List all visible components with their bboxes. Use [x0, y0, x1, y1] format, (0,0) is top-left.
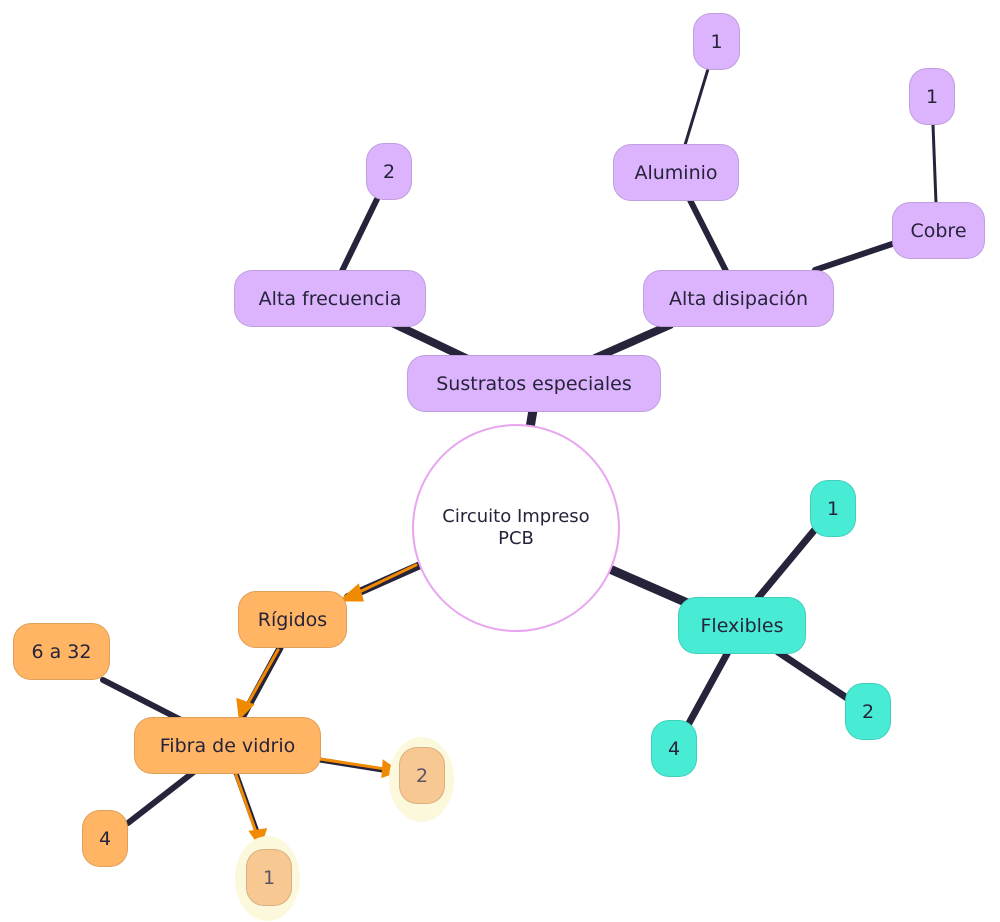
- edge-fibra-4: [125, 768, 198, 826]
- node-label: Aluminio: [634, 161, 718, 184]
- node-label: Cobre: [910, 219, 967, 242]
- arrow-line-fibra-2: [318, 757, 387, 771]
- node-sustratos-especiales[interactable]: Sustratos especiales: [407, 355, 661, 412]
- edge-flexibles-4: [684, 648, 732, 729]
- node-fibra-1[interactable]: 1: [246, 849, 292, 906]
- node-fibra-de-vidrio[interactable]: Fibra de vidrio: [134, 717, 321, 774]
- node-label: 2: [415, 764, 429, 787]
- arrow-head-fibra: [236, 697, 255, 721]
- node-label: Alta disipación: [668, 287, 809, 310]
- node-label: Fibra de vidrio: [159, 734, 296, 757]
- node-fibra-capas[interactable]: 6 a 32: [13, 623, 110, 680]
- edge-aluminio-1: [683, 67, 710, 147]
- edge-alta-frecuencia-2: [339, 194, 381, 274]
- node-label: Flexibles: [700, 614, 784, 637]
- node-fibra-2[interactable]: 2: [399, 747, 445, 804]
- edge-sustratos-alta-disipacion: [591, 321, 674, 362]
- node-label: 6 a 32: [31, 640, 92, 663]
- edge-fibra-6a32: [100, 677, 188, 725]
- center-node[interactable]: Circuito Impreso PCB: [412, 424, 620, 632]
- arrow-line-rigidos: [353, 563, 418, 596]
- node-label: 1: [710, 30, 723, 53]
- edge-flexibles-1: [754, 523, 821, 602]
- node-cobre-count[interactable]: 1: [909, 68, 955, 125]
- center-title: Circuito Impreso: [442, 506, 590, 527]
- edge-cobre-1: [931, 123, 938, 205]
- node-cobre[interactable]: Cobre: [892, 202, 985, 259]
- node-label: 2: [861, 700, 875, 723]
- edge-sustratos-alta-frecuencia: [386, 318, 474, 364]
- edge-center-flexibles: [607, 565, 697, 610]
- node-label: Sustratos especiales: [436, 372, 632, 395]
- arrow-line-fibra: [245, 648, 280, 707]
- node-label: 1: [826, 497, 840, 520]
- node-alta-disipacion[interactable]: Alta disipación: [643, 270, 834, 327]
- node-label: 1: [925, 85, 939, 108]
- edge-alta-disipacion-cobre: [812, 240, 898, 273]
- node-label: 4: [667, 737, 681, 760]
- node-label: 2: [382, 160, 396, 183]
- node-alta-frecuencia[interactable]: Alta frecuencia: [234, 270, 426, 327]
- node-label: Rígidos: [257, 608, 328, 631]
- node-alta-frecuencia-count[interactable]: 2: [366, 143, 412, 200]
- node-flexibles-1[interactable]: 1: [810, 480, 856, 537]
- arrow-head-rigidos: [338, 583, 364, 602]
- node-flexibles-4[interactable]: 4: [651, 720, 697, 777]
- node-flexibles-2[interactable]: 2: [845, 683, 891, 740]
- node-label: Alta frecuencia: [258, 287, 402, 310]
- center-subtitle: PCB: [498, 528, 534, 549]
- arrow-line-fibra-1: [234, 773, 258, 834]
- node-aluminio-count[interactable]: 1: [693, 13, 740, 70]
- node-fibra-4[interactable]: 4: [82, 810, 128, 867]
- edge-flexibles-2: [774, 648, 854, 704]
- edge-alta-disipacion-aluminio: [687, 197, 729, 274]
- node-rigidos[interactable]: Rígidos: [238, 591, 347, 648]
- node-label: 4: [98, 827, 112, 850]
- node-flexibles[interactable]: Flexibles: [678, 597, 806, 654]
- node-aluminio[interactable]: Aluminio: [613, 144, 739, 201]
- node-label: 1: [262, 866, 276, 889]
